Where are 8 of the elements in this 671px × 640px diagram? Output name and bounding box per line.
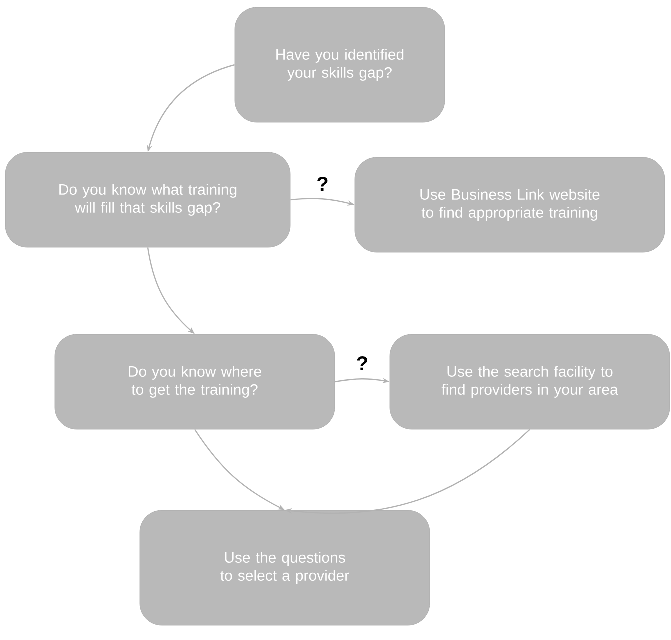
process-box: Do you know where to get the training? (54, 334, 336, 430)
process-box: Have you identified your skills gap? (234, 7, 446, 123)
process-box: Use Business Link website to find appropriate training (354, 157, 666, 253)
edge-label: ? (357, 356, 368, 370)
process-box: Do you know what training will fill that skills gap? (5, 152, 291, 248)
edge-label: ? (318, 177, 328, 191)
process-box: Use the questions to select a provider (140, 510, 430, 626)
process-box: Use the search facility to find providers in your area (390, 334, 670, 430)
